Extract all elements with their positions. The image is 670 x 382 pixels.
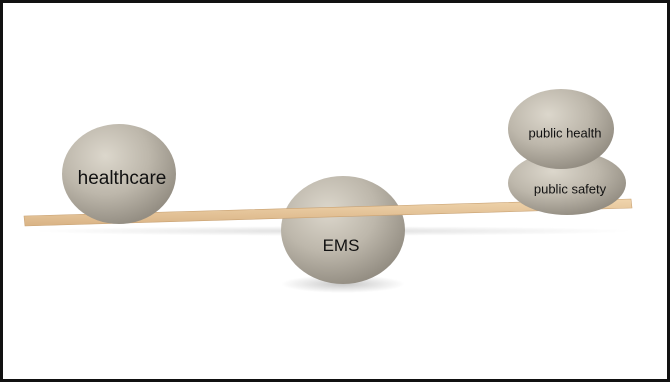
center-stone <box>281 176 405 284</box>
healthcare-label: healthcare <box>77 168 167 189</box>
left-stone <box>62 124 176 224</box>
right-top-stone <box>508 89 614 169</box>
balance-scene <box>23 89 633 293</box>
right-bottom-stone <box>508 151 626 215</box>
balance-plank <box>23 198 633 227</box>
public-safety-label: public safety <box>533 181 607 197</box>
public-health-label: public health <box>528 125 602 141</box>
ems-label: EMS <box>322 236 360 255</box>
